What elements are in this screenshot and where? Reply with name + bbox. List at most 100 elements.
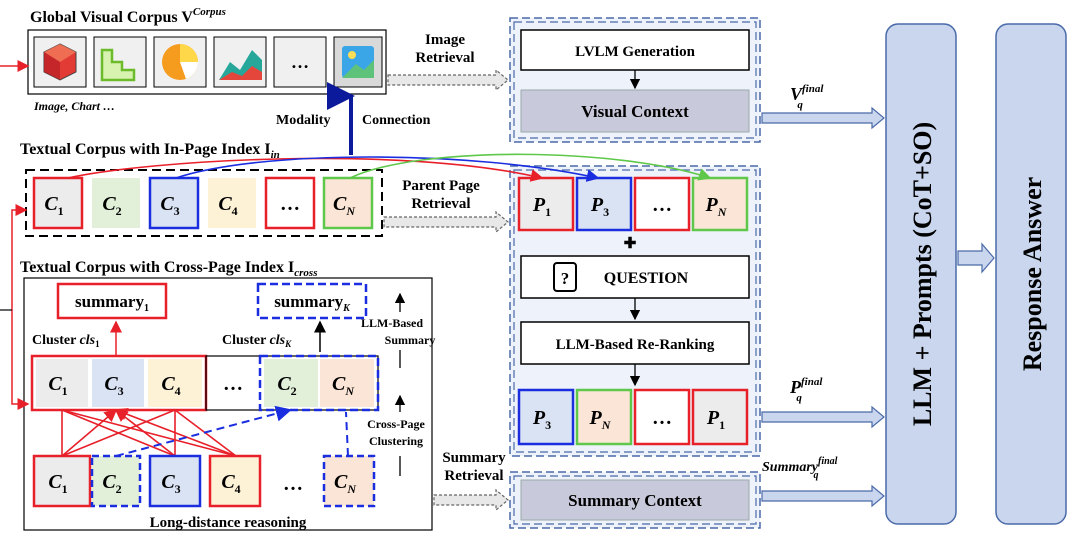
question-document-icon: ? bbox=[553, 262, 577, 292]
cross-page-label: Cross-Page bbox=[367, 417, 425, 431]
c3-to-p3-arrow bbox=[175, 156, 600, 182]
reranked-page-more: … bbox=[633, 388, 691, 446]
svg-text:C3: C3 bbox=[160, 193, 179, 218]
summary-retrieval-label-2: Retrieval bbox=[444, 468, 503, 484]
image-retrieval-label-1: Image bbox=[425, 32, 465, 48]
page-chunk-cn: CN bbox=[322, 454, 376, 508]
cluster-chunk-more-ellipsis: … bbox=[223, 373, 243, 395]
page-chunk-more: … bbox=[268, 460, 318, 506]
svg-text:?: ? bbox=[561, 269, 570, 288]
cn-to-pn-arrow bbox=[349, 153, 712, 181]
red-cluster-line bbox=[114, 408, 237, 457]
long-distance-label: Long-distance reasoning bbox=[150, 515, 307, 531]
cluster-1-label: Cluster cls1 bbox=[32, 333, 100, 349]
svg-text:C1: C1 bbox=[48, 471, 67, 496]
image-chart-label: Image, Chart … bbox=[33, 99, 115, 113]
inpage-chunk-c3: C3 bbox=[148, 176, 200, 230]
parent-page-more: … bbox=[633, 176, 691, 232]
hollow-arrows bbox=[383, 68, 995, 512]
summary-1-label: summary1 bbox=[75, 292, 149, 314]
landscape-image-icon bbox=[333, 36, 383, 88]
reranked-page-row: P3 PN … P1 bbox=[517, 388, 749, 446]
reranking-label: LLM-Based Re-Ranking bbox=[556, 337, 715, 353]
parent-page-label-2: Retrieval bbox=[411, 196, 470, 212]
svg-text:C4: C4 bbox=[218, 193, 237, 218]
page-chunk-c4: C4 bbox=[208, 454, 262, 508]
parent-page-row: P1 P3 … PN bbox=[517, 176, 749, 232]
inpage-chunk-more: … bbox=[264, 176, 316, 230]
area-chart-icon bbox=[213, 36, 267, 88]
c1-to-p1-arrow bbox=[67, 157, 544, 182]
summary-k-box bbox=[256, 282, 368, 320]
cluster-chunk-more: … bbox=[208, 359, 258, 407]
response-answer-label: Response Answer bbox=[1018, 177, 1047, 371]
llm-to-answer-arrow bbox=[957, 242, 995, 274]
red-cluster-line bbox=[61, 408, 118, 457]
image-retrieval-arrow bbox=[387, 68, 509, 92]
visual-to-llm-arrow bbox=[761, 106, 885, 130]
svg-text:C1: C1 bbox=[48, 373, 67, 398]
parent-page-pn: PN bbox=[691, 176, 749, 232]
svg-text:CN: CN bbox=[333, 193, 356, 218]
svg-text:C4: C4 bbox=[221, 471, 240, 496]
modality-label-left: Modality bbox=[276, 113, 330, 128]
svg-text:P1: P1 bbox=[532, 194, 551, 219]
svg-text:CN: CN bbox=[332, 373, 355, 398]
svg-text:P3: P3 bbox=[532, 407, 551, 432]
clustering-label: Clustering bbox=[369, 434, 423, 448]
pages-to-llm-arrow bbox=[761, 405, 885, 429]
modality-label-right: Connection bbox=[362, 113, 431, 128]
inpage-chunk-c2: C2 bbox=[92, 178, 140, 228]
llm-based-label: LLM-Based bbox=[361, 316, 423, 330]
image-retrieval-label-2: Retrieval bbox=[415, 50, 474, 66]
svg-text:C1: C1 bbox=[44, 193, 63, 218]
svg-text:P3: P3 bbox=[590, 194, 609, 219]
blue-cluster-line bbox=[115, 405, 292, 457]
connector-to-inpage bbox=[11, 204, 28, 310]
summary-to-llm-arrow bbox=[761, 484, 885, 508]
response-answer-box bbox=[995, 23, 1067, 525]
parent-page-p3: P3 bbox=[575, 176, 633, 232]
svg-text:C2: C2 bbox=[102, 471, 121, 496]
reranked-page-more-ellipsis: … bbox=[652, 407, 672, 429]
cluster-chunk-c1: C1 bbox=[36, 359, 88, 407]
textual-crosspage-title: Textual Corpus with Cross-Page Index Icr… bbox=[20, 259, 318, 279]
cluster-k-frame bbox=[258, 354, 380, 412]
summary-context-box bbox=[520, 479, 750, 521]
page-chunk-more-ellipsis: … bbox=[283, 473, 303, 495]
summary-context-label: Summary Context bbox=[568, 491, 702, 510]
visual-ellipsis: … bbox=[291, 52, 309, 72]
inpage-chunk-cn: CN bbox=[322, 176, 374, 230]
lvlm-generation-box bbox=[520, 29, 750, 71]
svg-text:C3: C3 bbox=[161, 471, 180, 496]
textual-inpage-title: Textual Corpus with In-Page Index Iin bbox=[20, 141, 280, 161]
cluster-chunk-c2: C2 bbox=[264, 359, 318, 407]
green-bar-chart-icon bbox=[93, 36, 147, 88]
svg-text:C3: C3 bbox=[104, 373, 123, 398]
parent-page-label-1: Parent Page bbox=[402, 178, 480, 194]
reranked-page-p3: P3 bbox=[517, 388, 575, 446]
visual-context-box bbox=[520, 89, 750, 133]
page-chunk-c1: C1 bbox=[32, 454, 92, 508]
cluster-chunk-cn: CN bbox=[320, 359, 374, 407]
svg-text:P1: P1 bbox=[706, 407, 725, 432]
parent-page-more-ellipsis: … bbox=[652, 194, 672, 216]
page-chunk-c3: C3 bbox=[148, 454, 202, 508]
llm-summary-label: Summary bbox=[385, 333, 436, 347]
global-visual-title: Global Visual Corpus VCorpus bbox=[30, 6, 226, 26]
inpage-chunk-c4: C4 bbox=[208, 178, 256, 228]
svg-text:C2: C2 bbox=[277, 373, 296, 398]
svg-text:PN: PN bbox=[589, 407, 612, 432]
visual-ellipsis-tile bbox=[273, 36, 327, 88]
question-label: QUESTION bbox=[604, 270, 689, 287]
parent-page-p1: P1 bbox=[517, 176, 575, 232]
parent-retrieval-arrow bbox=[383, 210, 509, 234]
page-chunk-c2: C2 bbox=[90, 454, 142, 508]
reranking-box bbox=[520, 321, 750, 365]
